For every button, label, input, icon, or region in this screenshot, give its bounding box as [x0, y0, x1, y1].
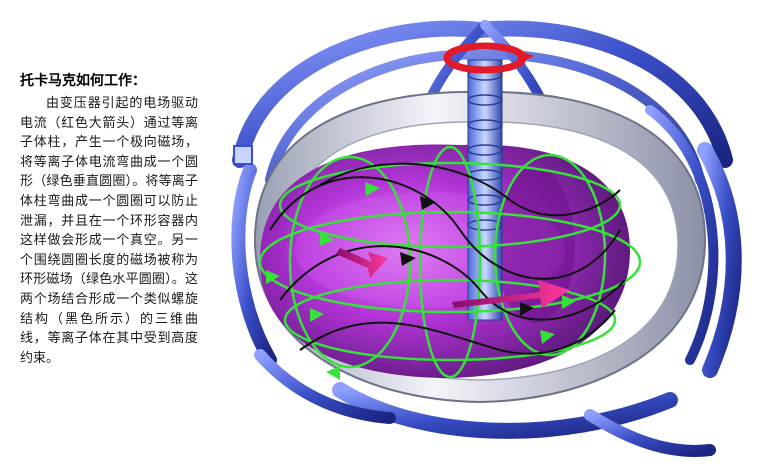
toroidal-field-lines — [258, 161, 642, 362]
poloidal-field-lines — [288, 145, 607, 379]
current-ring-arrow — [443, 42, 534, 74]
helix-arrowheads — [400, 196, 534, 316]
tokamak-diagram — [231, 20, 742, 457]
field-arrowheads — [266, 182, 576, 380]
caption-panel: 托卡马克如何工作： 由变压器引起的电场驱动电流（红色大箭头）通过等离子体柱，产生… — [20, 72, 198, 368]
caption-heading: 托卡马克如何工作： — [20, 73, 146, 89]
caption-body: 由变压器引起的电场驱动电流（红色大箭头）通过等离子体柱，产生一个极向磁场，将等离… — [20, 96, 198, 366]
toroidal-coils-front — [231, 105, 742, 457]
plasma-current-arrows — [336, 248, 570, 308]
coil-clamp — [233, 145, 253, 165]
